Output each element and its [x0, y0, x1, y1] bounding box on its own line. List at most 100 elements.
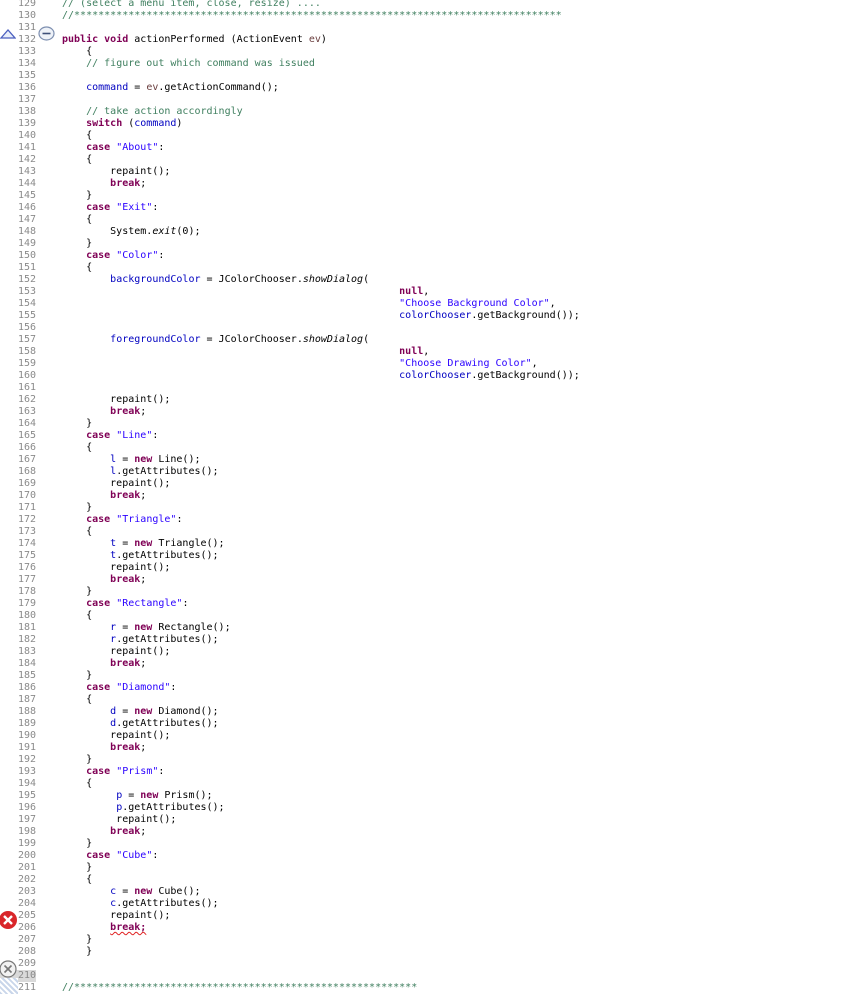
code-line[interactable]: 174 t = new Triangle(); — [0, 538, 858, 550]
code-line[interactable]: 135 — [0, 70, 858, 82]
code-line[interactable]: 153 null, — [0, 286, 858, 298]
code-line[interactable]: 154 "Choose Background Color", — [0, 298, 858, 310]
code-line[interactable]: 204 c.getAttributes(); — [0, 898, 858, 910]
code-line[interactable]: 136 command = ev.getActionCommand(); — [0, 82, 858, 94]
code-line[interactable]: 188 d = new Diamond(); — [0, 706, 858, 718]
code-line[interactable]: 165 case "Line": — [0, 430, 858, 442]
code-line[interactable]: 129// (select a menu item, close, resize… — [0, 0, 858, 10]
code-line[interactable]: 199 } — [0, 838, 858, 850]
code-line[interactable]: 172 case "Triangle": — [0, 514, 858, 526]
code-line[interactable]: 197 repaint(); — [0, 814, 858, 826]
code-line[interactable]: 201 } — [0, 862, 858, 874]
code-line[interactable]: 158 null, — [0, 346, 858, 358]
code-line[interactable]: 144 break; — [0, 178, 858, 190]
code-line[interactable]: 193 case "Prism": — [0, 766, 858, 778]
line-number: 138 — [17, 106, 36, 117]
code-line[interactable]: 187 { — [0, 694, 858, 706]
code-line[interactable]: 140 { — [0, 130, 858, 142]
code-line[interactable]: 130//***********************************… — [0, 10, 858, 22]
code-line[interactable]: 173 { — [0, 526, 858, 538]
code-text: public void actionPerformed (ActionEvent… — [62, 34, 327, 46]
code-token: : — [152, 850, 159, 861]
code-line[interactable]: 184 break; — [0, 658, 858, 670]
code-line[interactable]: 181 r = new Rectangle(); — [0, 622, 858, 634]
code-line[interactable]: 202 { — [0, 874, 858, 886]
code-line[interactable]: 176 repaint(); — [0, 562, 858, 574]
code-line[interactable]: 171 } — [0, 502, 858, 514]
code-line[interactable]: 208 } — [0, 946, 858, 958]
code-token: repaint(); — [62, 646, 171, 657]
code-token — [62, 82, 86, 93]
code-line[interactable]: 162 repaint(); — [0, 394, 858, 406]
code-line[interactable]: 211//***********************************… — [0, 982, 858, 994]
code-line[interactable]: 168 l.getAttributes(); — [0, 466, 858, 478]
code-line[interactable]: 151 { — [0, 262, 858, 274]
code-line[interactable]: 138 // take action accordingly — [0, 106, 858, 118]
code-line[interactable]: 141 case "About": — [0, 142, 858, 154]
code-line[interactable]: 146 case "Exit": — [0, 202, 858, 214]
code-line[interactable]: 161 — [0, 382, 858, 394]
code-line[interactable]: 148 System.exit(0); — [0, 226, 858, 238]
code-line[interactable]: 209 — [0, 958, 858, 970]
code-line[interactable]: 149 } — [0, 238, 858, 250]
code-token — [62, 178, 110, 189]
code-line[interactable]: 192 } — [0, 754, 858, 766]
code-token: l — [110, 466, 117, 477]
code-line[interactable]: 189 d.getAttributes(); — [0, 718, 858, 730]
code-line[interactable]: 178 } — [0, 586, 858, 598]
code-line[interactable]: 155 colorChooser.getBackground()); — [0, 310, 858, 322]
code-line[interactable]: 164 } — [0, 418, 858, 430]
code-line[interactable]: 134 // figure out which command was issu… — [0, 58, 858, 70]
code-line[interactable]: 207 } — [0, 934, 858, 946]
code-line[interactable]: 137 — [0, 94, 858, 106]
code-line[interactable]: 180 { — [0, 610, 858, 622]
code-line[interactable]: 170 break; — [0, 490, 858, 502]
code-line[interactable]: 205 repaint(); — [0, 910, 858, 922]
warning-x-icon[interactable] — [0, 957, 20, 981]
code-line[interactable]: 191 break; — [0, 742, 858, 754]
code-line[interactable]: 203 c = new Cube(); — [0, 886, 858, 898]
code-text: case "About": — [62, 142, 164, 154]
code-token: } — [62, 586, 93, 597]
code-line[interactable]: 157 foregroundColor = JColorChooser.show… — [0, 334, 858, 346]
code-line[interactable]: 200 case "Cube": — [0, 850, 858, 862]
collapse-minus-icon[interactable] — [38, 26, 55, 41]
code-line[interactable]: 159 "Choose Drawing Color", — [0, 358, 858, 370]
code-line[interactable]: 182 r.getAttributes(); — [0, 634, 858, 646]
code-line[interactable]: 198 break; — [0, 826, 858, 838]
code-line[interactable]: 152 backgroundColor = JColorChooser.show… — [0, 274, 858, 286]
code-line[interactable]: 131 — [0, 22, 858, 34]
code-line[interactable]: 196 p.getAttributes(); — [0, 802, 858, 814]
error-icon[interactable] — [0, 909, 18, 931]
code-line[interactable]: 145 } — [0, 190, 858, 202]
code-line[interactable]: 143 repaint(); — [0, 166, 858, 178]
code-line[interactable]: 210 — [0, 970, 858, 982]
code-line[interactable]: 139 switch (command) — [0, 118, 858, 130]
override-triangle-icon[interactable] — [0, 28, 16, 40]
code-line[interactable]: 166 { — [0, 442, 858, 454]
code-line[interactable]: 133 { — [0, 46, 858, 58]
code-line[interactable]: 147 { — [0, 214, 858, 226]
code-line[interactable]: 167 l = new Line(); — [0, 454, 858, 466]
code-line[interactable]: 160 colorChooser.getBackground()); — [0, 370, 858, 382]
code-line[interactable]: 177 break; — [0, 574, 858, 586]
code-line[interactable]: 183 repaint(); — [0, 646, 858, 658]
code-line[interactable]: 194 { — [0, 778, 858, 790]
code-line[interactable]: 186 case "Diamond": — [0, 682, 858, 694]
code-line[interactable]: 179 case "Rectangle": — [0, 598, 858, 610]
code-line[interactable]: 142 { — [0, 154, 858, 166]
code-line[interactable]: 169 repaint(); — [0, 478, 858, 490]
code-line[interactable]: 150 case "Color": — [0, 250, 858, 262]
code-token — [62, 286, 399, 297]
code-line[interactable]: 156 — [0, 322, 858, 334]
code-line[interactable]: 195 p = new Prism(); — [0, 790, 858, 802]
code-line[interactable]: 163 break; — [0, 406, 858, 418]
code-line[interactable]: 175 t.getAttributes(); — [0, 550, 858, 562]
code-token: t — [110, 538, 117, 549]
line-number: 169 — [17, 478, 36, 489]
code-line[interactable]: 206 break; — [0, 922, 858, 934]
code-line[interactable]: 190 repaint(); — [0, 730, 858, 742]
code-line[interactable]: 185 } — [0, 670, 858, 682]
